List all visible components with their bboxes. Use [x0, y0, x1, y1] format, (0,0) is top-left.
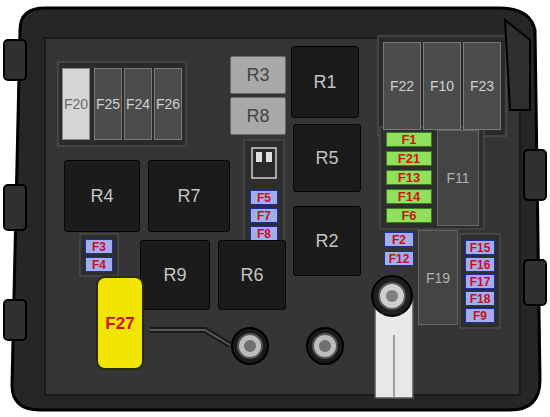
bolt — [232, 328, 268, 364]
fuse-label: F23 — [470, 79, 494, 93]
mini-fuse: F13 — [386, 170, 432, 185]
fuse-label: R8 — [246, 107, 269, 125]
fuse-label: F6 — [401, 209, 416, 222]
latch — [505, 20, 530, 110]
fuse-frame — [460, 234, 500, 328]
fuse-frame — [378, 36, 506, 136]
relay-box: R9 — [140, 240, 210, 310]
maxi-fuse: F20 — [62, 68, 90, 140]
fuse-slot: F11 — [437, 130, 479, 226]
battery-terminal — [372, 276, 413, 398]
fuse-label: F26 — [156, 97, 180, 111]
fuse-slot: F19 — [418, 230, 458, 325]
fuse-label: F7 — [257, 210, 271, 222]
mini-fuse: F18 — [465, 291, 495, 306]
fuse-frame — [244, 140, 284, 248]
fuse-label: R2 — [315, 232, 338, 250]
maxi-fuse: F26 — [154, 68, 182, 140]
fuse-label: F3 — [92, 241, 106, 253]
fuse-blade — [256, 152, 262, 162]
mini-fuse: F15 — [465, 240, 495, 255]
small-fuse — [252, 148, 276, 178]
mini-fuse: F17 — [465, 274, 495, 289]
fuse-label: R7 — [177, 187, 200, 205]
fuse-label: F13 — [398, 171, 420, 184]
housing-outline — [12, 8, 540, 410]
maxi-fuse: F10 — [423, 42, 461, 130]
mini-fuse: F12 — [384, 251, 414, 266]
clip — [4, 300, 26, 340]
relay-box: R4 — [64, 160, 140, 232]
maxi-fuse: F23 — [463, 42, 501, 130]
bolt — [307, 328, 343, 364]
fuse-label: F15 — [470, 242, 491, 254]
relay-box: R6 — [218, 240, 286, 310]
mini-fuse: F2 — [384, 232, 414, 247]
fuse-label: F25 — [96, 97, 120, 111]
mini-fuse: F3 — [85, 239, 113, 254]
fuse-frame — [380, 127, 484, 229]
fuse-label: F12 — [389, 253, 410, 265]
fuse-label: F4 — [92, 259, 106, 271]
fuse-label: F22 — [390, 79, 414, 93]
mini-fuse: F5 — [250, 190, 278, 205]
fuse-label: F9 — [473, 310, 487, 322]
fuse-label: F19 — [426, 271, 450, 285]
fuse-label: F1 — [401, 133, 416, 146]
fuse-blade — [266, 152, 272, 162]
relay-box: R8 — [230, 97, 286, 135]
fuse-frame — [58, 62, 186, 146]
wire-lever — [150, 330, 230, 345]
mini-fuse: F1 — [386, 132, 432, 147]
mini-fuse: F16 — [465, 257, 495, 272]
fuse-label: F16 — [470, 259, 491, 271]
relay-box: R5 — [293, 124, 361, 192]
fuse-label: R3 — [246, 66, 269, 84]
clip — [524, 150, 546, 200]
fuse-frame — [80, 234, 118, 276]
wire-lever — [150, 330, 230, 345]
maxi-fuse: F24 — [124, 68, 152, 140]
fuse-label: F27 — [105, 315, 134, 332]
mini-fuse: F6 — [386, 208, 432, 223]
mini-fuse: F9 — [465, 308, 495, 323]
fuse-label: F2 — [392, 234, 406, 246]
fuse-label: F5 — [257, 192, 271, 204]
fuse-label: F14 — [398, 190, 420, 203]
relay-box: R7 — [148, 160, 230, 232]
mini-fuse: F8 — [250, 226, 278, 241]
maxi-fuse: F25 — [94, 68, 122, 140]
fuse-label: F11 — [446, 171, 469, 185]
relay-box: R2 — [293, 206, 361, 276]
mini-fuse: F21 — [386, 151, 432, 166]
fuse-label: F18 — [470, 293, 491, 305]
connector-block: F27 — [96, 276, 144, 370]
clip — [4, 40, 26, 80]
fuse-label: R9 — [163, 266, 186, 284]
fuse-label: F8 — [257, 228, 271, 240]
mini-fuse: F14 — [386, 189, 432, 204]
maxi-fuse: F22 — [383, 42, 421, 130]
fuse-label: R1 — [313, 73, 336, 91]
fuse-label: F21 — [398, 152, 420, 165]
clip — [4, 185, 26, 230]
mini-fuse: F7 — [250, 208, 278, 223]
relay-box: R1 — [291, 46, 359, 118]
mini-fuse: F4 — [85, 257, 113, 272]
clip — [524, 260, 546, 305]
fuse-label: F10 — [430, 79, 454, 93]
fuse-label: F24 — [126, 97, 150, 111]
relay-box: R3 — [230, 56, 286, 94]
fuse-label: R6 — [240, 266, 263, 284]
inner-panel — [45, 38, 520, 395]
fuse-label: F17 — [470, 276, 491, 288]
fuse-label: F20 — [64, 97, 88, 111]
fuse-label: R4 — [90, 187, 113, 205]
fuse-label: R5 — [315, 149, 338, 167]
